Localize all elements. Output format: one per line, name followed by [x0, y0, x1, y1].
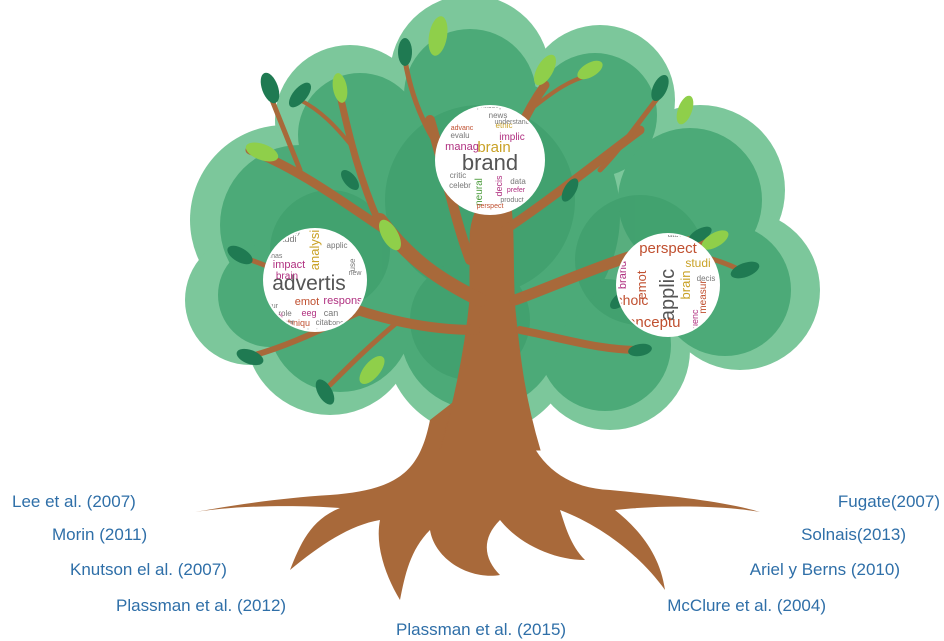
word-cloud-word: prefer	[507, 187, 526, 194]
word-cloud-word: advertis	[272, 272, 346, 295]
tree-leaves	[227, 16, 760, 405]
word-cloud-word: can	[324, 308, 339, 318]
word-cloud-word: evalu	[450, 131, 469, 140]
reference-plassman-2015: Plassman et al. (2015)	[396, 620, 567, 639]
reference-knutson-2007: Knutson el al. (2007)	[70, 560, 227, 579]
word-cloud-word: impact	[273, 259, 305, 271]
word-cloud-word: brain	[678, 271, 693, 300]
word-cloud-word: chas	[268, 253, 283, 260]
reference-morin-2011: Morin (2011)	[52, 525, 148, 544]
word-cloud-word: perspect	[477, 203, 504, 210]
word-cloud-word: decis	[494, 175, 504, 197]
word-cloud-word: decis	[305, 329, 322, 336]
word-cloud-word: respons	[323, 295, 363, 307]
word-cloud-word: manag	[445, 141, 479, 153]
word-cloud-word: perspect	[639, 240, 697, 257]
word-cloud-word: product	[500, 197, 523, 204]
word-cloud-word: measur	[698, 280, 709, 314]
word-cloud-word: neural	[474, 178, 485, 206]
word-cloud-word: critic	[450, 171, 466, 180]
tree-roots	[195, 350, 760, 600]
word-cloud-word: choic	[616, 292, 649, 308]
word-cloud-word: brand	[617, 261, 629, 289]
reference-ariel-berns-2010: Ariel y Berns (2010)	[749, 560, 900, 579]
word-cloud-word: ethic	[496, 121, 513, 130]
word-cloud-word: brand	[462, 150, 518, 175]
word-cloud-word: implic	[499, 132, 525, 143]
word-cloud-word: decis	[697, 274, 716, 283]
word-cloud-word: affect	[662, 334, 682, 343]
word-cloud-word: analysi	[307, 230, 322, 271]
reference-mcclure-2004: McClure et al. (2004)	[667, 596, 826, 615]
word-cloud-word: new	[349, 270, 363, 277]
word-cloud-word: attribut	[668, 230, 693, 239]
word-cloud-word: applic	[657, 269, 679, 321]
leaf-light-icon	[245, 16, 729, 385]
word-cloud-word: applic	[327, 241, 348, 250]
reference-fugate-2007: Fugate(2007)	[837, 492, 940, 511]
word-cloud-word: news	[489, 111, 508, 120]
reference-plassman-2012: Plassman et al. (2012)	[116, 596, 287, 615]
word-cloud-word: studi	[685, 256, 710, 270]
word-cloud-word: influenc	[690, 309, 700, 341]
word-cloud-word: data	[510, 177, 526, 186]
word-cloud-word: use	[348, 258, 357, 271]
word-cloud-word: techniqu	[276, 318, 310, 328]
word-cloud-word: philosoph	[477, 103, 507, 110]
leaf-icon	[227, 38, 760, 405]
word-cloud-word: emot	[634, 270, 649, 299]
word-cloud-word: brain	[477, 139, 510, 156]
word-cloud-word: advanc	[451, 125, 474, 132]
word-cloud-word: studi	[277, 234, 296, 244]
word-cloud-word: celebr	[449, 181, 471, 190]
word-cloud-word: brain	[276, 271, 298, 282]
word-cloud-word: eeg	[301, 308, 316, 318]
word-cloud-word: role	[278, 309, 292, 318]
word-cloud-word: emot	[295, 296, 319, 308]
reference-solnais-2013: Solnais(2013)	[801, 525, 906, 544]
reference-lee-2007: Lee et al. (2007)	[12, 492, 136, 511]
word-cloud-word: citat	[316, 318, 331, 327]
word-cloud-word: understand	[494, 119, 529, 126]
